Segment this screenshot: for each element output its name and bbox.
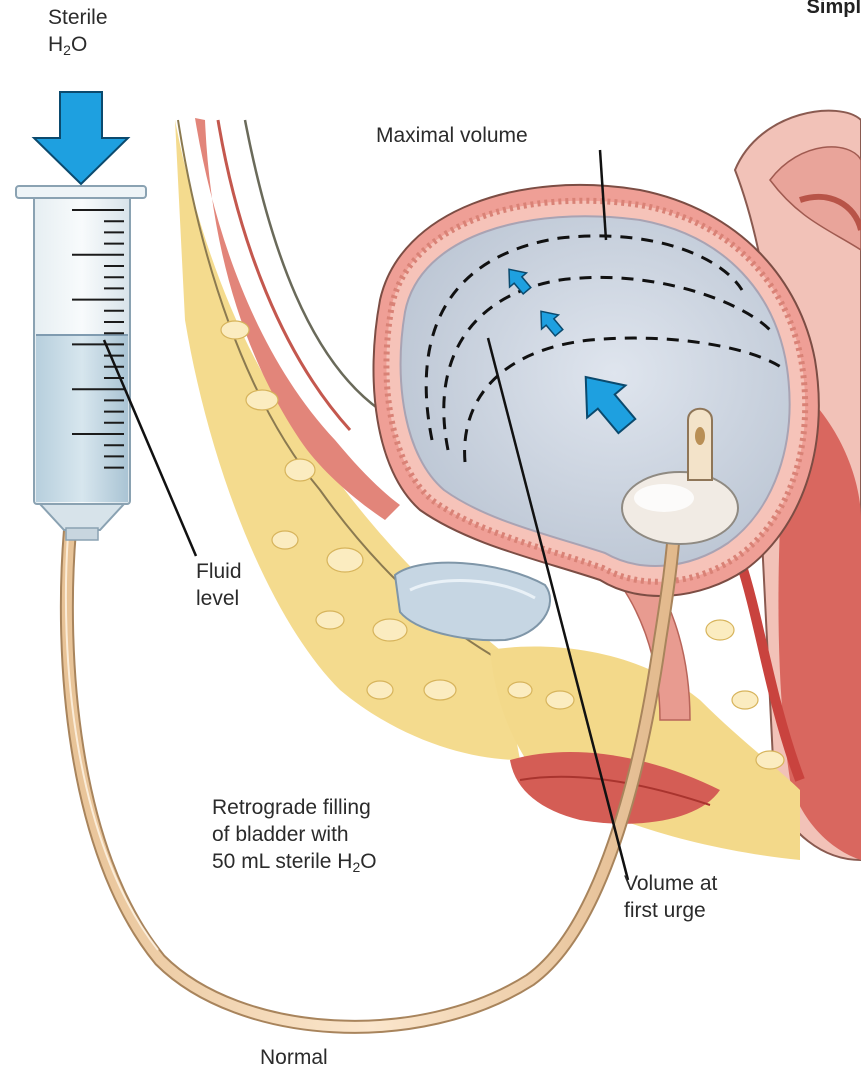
retro-line1: Retrograde filling bbox=[212, 794, 377, 821]
retrograde-filling-label: Retrograde filling of bladder with 50 mL… bbox=[212, 794, 377, 881]
sterile-h: H bbox=[48, 33, 63, 56]
urge-line1: Volume at bbox=[624, 870, 717, 897]
syringe bbox=[16, 92, 146, 540]
retro-line3-a: 50 mL sterile H bbox=[212, 850, 352, 873]
urge-line2: first urge bbox=[624, 897, 717, 924]
first-urge-label: Volume at first urge bbox=[624, 870, 717, 924]
sterile-sub: 2 bbox=[63, 42, 71, 58]
maximal-volume-label: Maximal volume bbox=[376, 122, 528, 149]
fluid-level-label: Fluid level bbox=[196, 558, 242, 612]
retro-line3-b: O bbox=[360, 850, 376, 873]
sterile-line2: H2O bbox=[48, 31, 108, 64]
sterile-line1: Sterile bbox=[48, 4, 108, 31]
retro-line2: of bladder with bbox=[212, 821, 377, 848]
caption-normal: Normal bbox=[260, 1044, 328, 1071]
bladder bbox=[373, 185, 818, 596]
injection-arrow bbox=[34, 92, 128, 184]
fluid-line1: Fluid bbox=[196, 558, 242, 585]
retro-line3: 50 mL sterile H2O bbox=[212, 848, 377, 881]
sterile-o: O bbox=[71, 33, 87, 56]
syringe-tip bbox=[40, 504, 124, 530]
corner-partial-label: Simpl bbox=[807, 0, 861, 19]
sterile-water-label: Sterile H2O bbox=[48, 4, 108, 64]
syringe-fluid bbox=[36, 335, 128, 502]
syringe-flange bbox=[16, 186, 146, 198]
fluid-line2: level bbox=[196, 585, 242, 612]
